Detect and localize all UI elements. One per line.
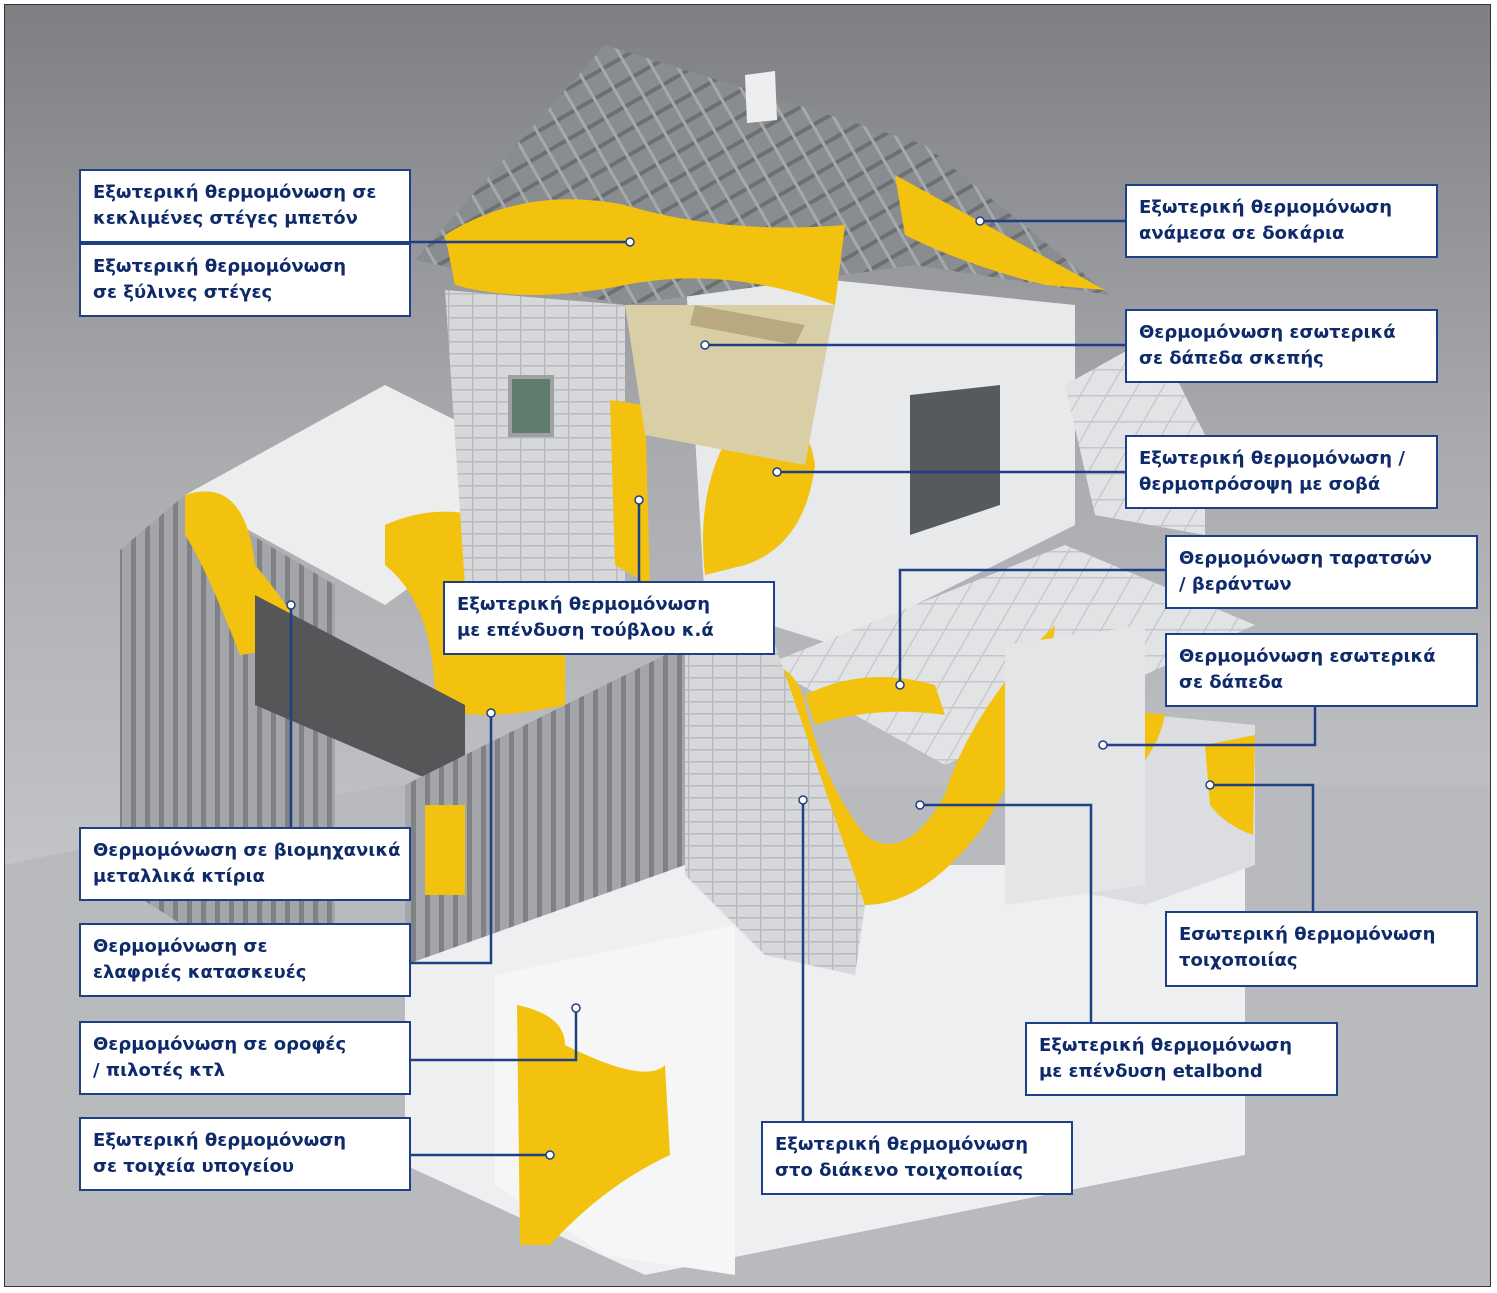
label-line-1: Εξωτερική θερμομόνωση σε [93,182,377,203]
label-line-2: σε δάπεδα σκεπής [1139,348,1324,369]
beam-insulation [895,175,1105,290]
label-line-2: κεκλιμένες στέγες μπετόν [93,208,358,229]
light-construction-wall [405,645,685,965]
brick-tower-wall [445,290,625,645]
label-line-1: Εξωτερική θερμομόνωση [1039,1035,1293,1056]
label-line-1: Θερμομόνωση ταρατσών [1179,548,1432,569]
label-line-1: Θερμομόνωση σε [93,936,268,957]
label-line-2: σε ξύλινες στέγες [93,282,273,303]
cavity-brick-wall [685,645,865,975]
label-line-1: Εξωτερική θερμομόνωση [1139,197,1393,218]
label-line-2: σε δάπεδα [1179,672,1284,693]
label-line-2: ανάμεσα σε δοκάρια [1139,223,1345,244]
label-line-2: θερμοπρόσοψη με σοβά [1139,474,1381,495]
skylight-opening [255,595,465,795]
label-etalbond-cladding: Εξωτερική θερμομόνωση με επένδυση etalbo… [1025,1022,1338,1096]
label-attic-floors: Θερμομόνωση εσωτερικά σε δάπεδα σκεπής [1125,309,1438,383]
label-line-1: Θερμομόνωση σε οροφές [93,1034,347,1055]
label-wooden-roofs: Εξωτερική θερμομόνωση σε ξύλινες στέγες [79,243,411,317]
wall-insulation-strip [425,805,465,895]
label-line-2: μεταλλικά κτίρια [93,866,265,887]
basement-insulation [517,1005,670,1245]
label-line-2: στο διάκενο τοιχοποιίας [775,1160,1024,1181]
label-concrete-sloped-roofs: Εξωτερική θερμομόνωση σε κεκλιμένες στέγ… [79,169,411,243]
label-industrial-metal-buildings: Θερμομόνωση σε βιομηχανικά μεταλλικά κτί… [79,827,411,901]
label-line-1: Εξωτερική θερμομόνωση [93,256,347,277]
label-line-1: Εξωτερική θερμομόνωση [457,594,711,615]
label-ceilings-pilotis: Θερμομόνωση σε οροφές / πιλοτές κτλ [79,1021,411,1095]
label-plaster-facade: Εξωτερική θερμομόνωση / θερμοπρόσοψη με … [1125,435,1438,509]
label-line-2: με επένδυση etalbond [1039,1061,1263,1082]
terrace-insulation [805,677,945,725]
label-line-1: Εξωτερική θερμομόνωση [93,1130,347,1151]
label-line-2: τοιχοποιίας [1179,950,1298,971]
label-terraces-verandas: Θερμομόνωση ταρατσών / βεράντων [1165,535,1478,609]
label-line-2: με επένδυση τούβλου κ.ά [457,620,714,641]
etalbond-panel-wall [1005,625,1145,905]
diagram-frame: Εξωτερική θερμομόνωση σε κεκλιμένες στέγ… [4,4,1491,1287]
label-line-1: Θερμομόνωση σε βιομηχανικά [93,840,401,861]
attic-beam [690,305,805,345]
label-interior-floors: Θερμομόνωση εσωτερικά σε δάπεδα [1165,633,1478,707]
label-line-1: Εξωτερική θερμομόνωση [775,1134,1029,1155]
leader-lines [289,219,1317,1157]
label-interior-masonry: Εσωτερική θερμομόνωση τοιχοποιίας [1165,911,1478,987]
label-between-beams: Εξωτερική θερμομόνωση ανάμεσα σε δοκάρια [1125,184,1438,258]
tower-window [508,375,554,437]
label-basement-walls: Εξωτερική θερμομόνωση σε τοιχεία υπογείο… [79,1117,411,1191]
leader-dots [286,216,1215,1160]
label-line-2: / βεράντων [1179,574,1292,595]
label-line-2: / πιλοτές κτλ [93,1060,225,1081]
label-line-2: ελαφριές κατασκευές [93,962,307,983]
roof-insulation [445,199,845,305]
label-line-1: Εξωτερική θερμομόνωση / [1139,448,1405,469]
label-line-1: Θερμομόνωση εσωτερικά [1139,322,1396,343]
label-line-1: Θερμομόνωση εσωτερικά [1179,646,1436,667]
label-light-constructions: Θερμομόνωση σε ελαφριές κατασκευές [79,923,411,997]
label-brick-cladding: Εξωτερική θερμομόνωση με επένδυση τούβλο… [443,581,775,655]
chimney [745,71,777,123]
label-line-2: σε τοιχεία υπογείου [93,1156,295,1177]
label-cavity-wall: Εξωτερική θερμομόνωση στο διάκενο τοιχοπ… [761,1121,1073,1195]
main-window-opening [910,385,1000,535]
label-line-1: Εσωτερική θερμομόνωση [1179,924,1436,945]
